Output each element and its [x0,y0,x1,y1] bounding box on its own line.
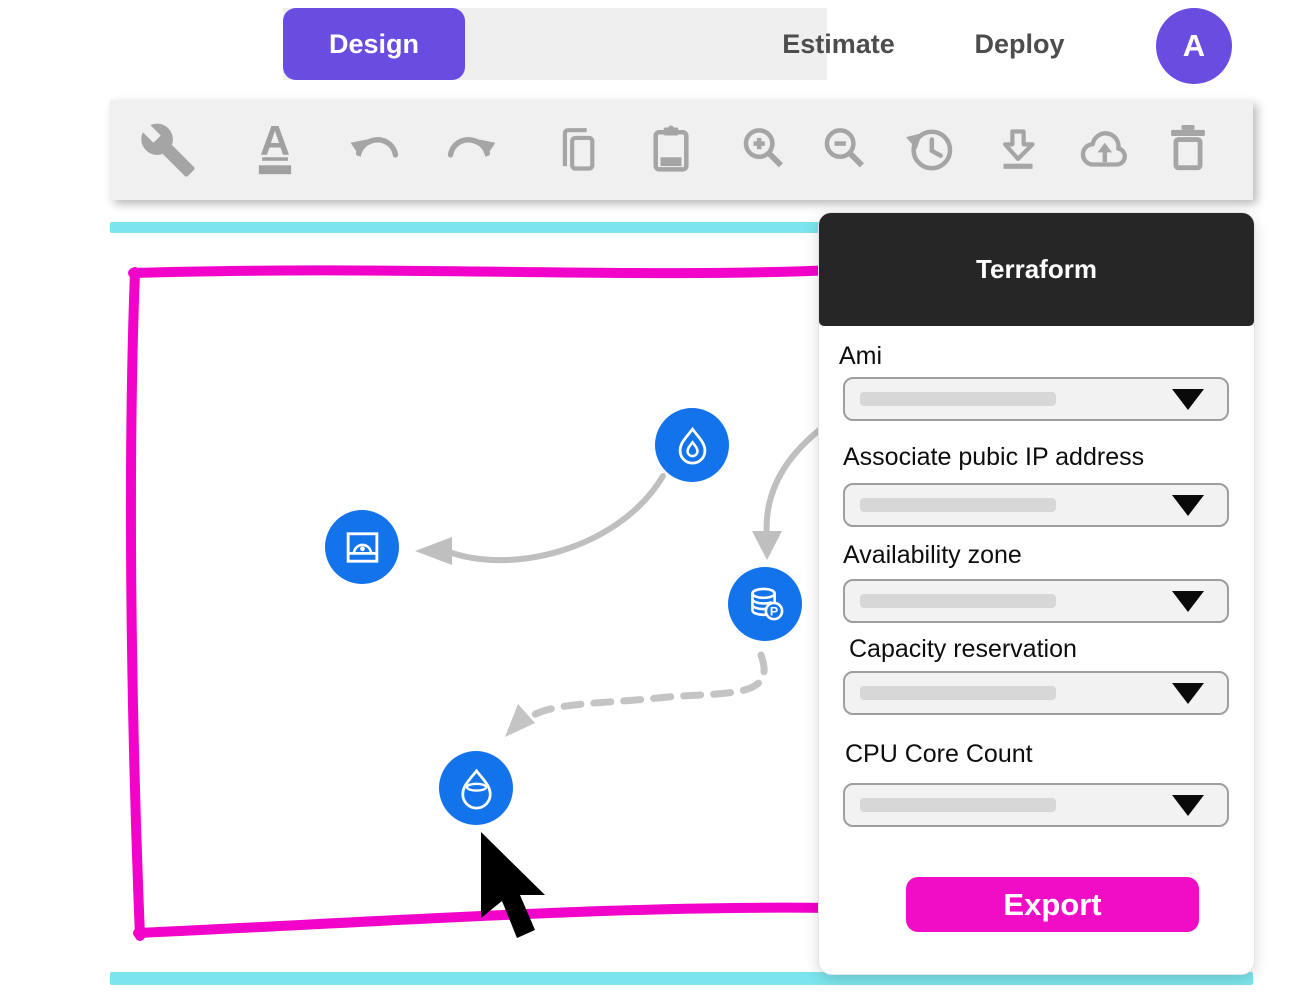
value-placeholder [860,798,1056,812]
undo-icon[interactable] [345,121,403,179]
value-placeholder [860,594,1056,608]
connector-arrow-dashed-database-to-droplet[interactable] [505,651,768,737]
caret-down-icon [1172,389,1204,410]
download-icon[interactable] [989,121,1047,179]
paste-icon[interactable] [642,121,700,179]
node-water-droplet-icon[interactable] [655,408,729,482]
field-label-ami: Ami [839,342,883,370]
caret-down-icon [1172,683,1204,704]
field-label-availability-zone: Availability zone [843,541,1022,569]
tab-bar: Design Estimate Deploy [283,8,1065,80]
zoom-in-icon[interactable] [735,121,793,179]
cloud-upload-icon[interactable] [1075,121,1133,179]
node-image-frame-icon[interactable] [325,510,399,584]
node-database-p-icon[interactable]: P [728,567,802,641]
svg-text:P: P [769,604,777,618]
user-avatar[interactable]: A [1156,8,1232,84]
value-placeholder [860,392,1056,406]
panel-title: Terraform [819,213,1254,326]
wrench-icon[interactable] [139,121,197,179]
redo-icon[interactable] [443,121,501,179]
value-placeholder [860,498,1056,512]
history-icon[interactable] [902,121,960,179]
copy-icon[interactable] [548,121,606,179]
export-button[interactable]: Export [906,877,1199,932]
associate-public-ip-dropdown[interactable] [843,483,1229,527]
caret-down-icon [1172,495,1204,516]
value-placeholder [860,686,1056,700]
cpu-core-count-dropdown[interactable] [843,783,1229,827]
availability-zone-dropdown[interactable] [843,579,1229,623]
connector-arrow-droplet-to-image[interactable] [415,473,666,565]
caret-down-icon [1172,591,1204,612]
toolbar: A [110,100,1253,200]
text-format-icon[interactable]: A [246,121,304,179]
trash-icon[interactable] [1159,121,1217,179]
terraform-panel: Terraform Ami Associate pubic IP address… [818,212,1255,975]
ami-dropdown[interactable] [843,377,1229,421]
zoom-out-icon[interactable] [816,121,874,179]
sketch-border [125,265,837,941]
field-label-capacity-reservation: Capacity reservation [849,635,1077,663]
capacity-reservation-dropdown[interactable] [843,671,1229,715]
field-label-associate-public-ip: Associate pubic IP address [843,443,1145,471]
field-label-cpu-core-count: CPU Core Count [845,740,1033,768]
tab-deploy[interactable]: Deploy [974,28,1065,59]
caret-down-icon [1172,795,1204,816]
node-droplet-level-icon[interactable] [439,751,513,825]
tab-design[interactable]: Design [283,8,465,80]
tab-estimate[interactable]: Estimate [782,28,895,59]
svg-text:A: A [260,121,290,164]
